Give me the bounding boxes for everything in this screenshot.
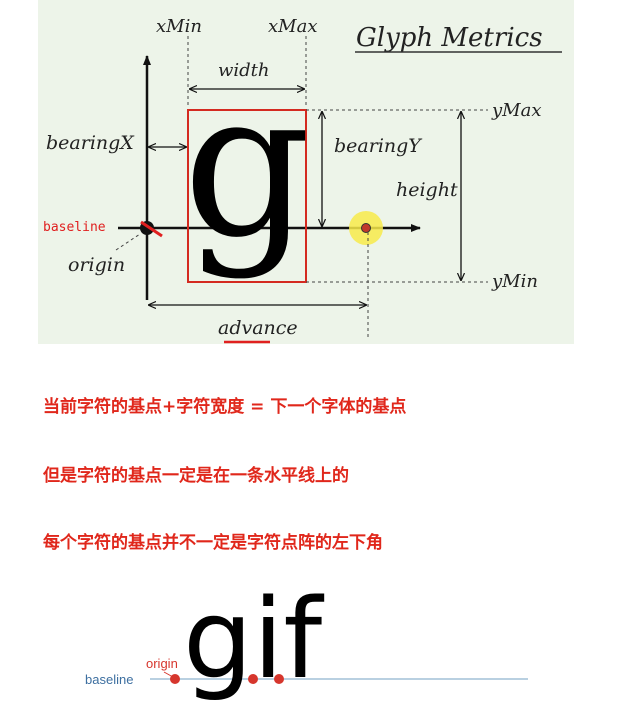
ymax-label: yMax — [491, 100, 541, 121]
example-origin-dot-f — [274, 674, 284, 684]
example-baseline-label: baseline — [85, 672, 133, 687]
diagram-title: Glyph Metrics — [356, 23, 543, 53]
ymin-label: yMin — [491, 271, 538, 292]
height-label: height — [396, 179, 458, 201]
next-origin-dot — [361, 223, 371, 233]
origin-pointer — [115, 233, 141, 251]
advance-label: advance — [218, 317, 298, 339]
origin-label: origin — [68, 254, 125, 276]
bearing-x-label: bearingX — [46, 132, 135, 154]
glyph-bounding-box — [187, 109, 307, 283]
example-origin-dot-i — [248, 674, 258, 684]
bearing-y-label: bearingY — [334, 135, 423, 157]
xmin-label: xMin — [156, 16, 202, 37]
example-origin-dot-g — [170, 674, 180, 684]
baseline-label: baseline — [43, 220, 106, 235]
note-advance-rule: 当前字符的基点+字符宽度 = 下一个字体的基点 — [43, 397, 407, 417]
note-origin-position: 每个字符的基点并不一定是字符点阵的左下角 — [43, 533, 383, 553]
xmax-label: xMax — [268, 16, 317, 37]
origin-red-stroke — [140, 220, 163, 238]
width-label: width — [218, 60, 270, 81]
glyph-g: g — [183, 49, 311, 282]
example-origin-label: origin — [146, 656, 178, 671]
note-same-baseline: 但是字符的基点一定是在一条水平线上的 — [43, 466, 349, 486]
